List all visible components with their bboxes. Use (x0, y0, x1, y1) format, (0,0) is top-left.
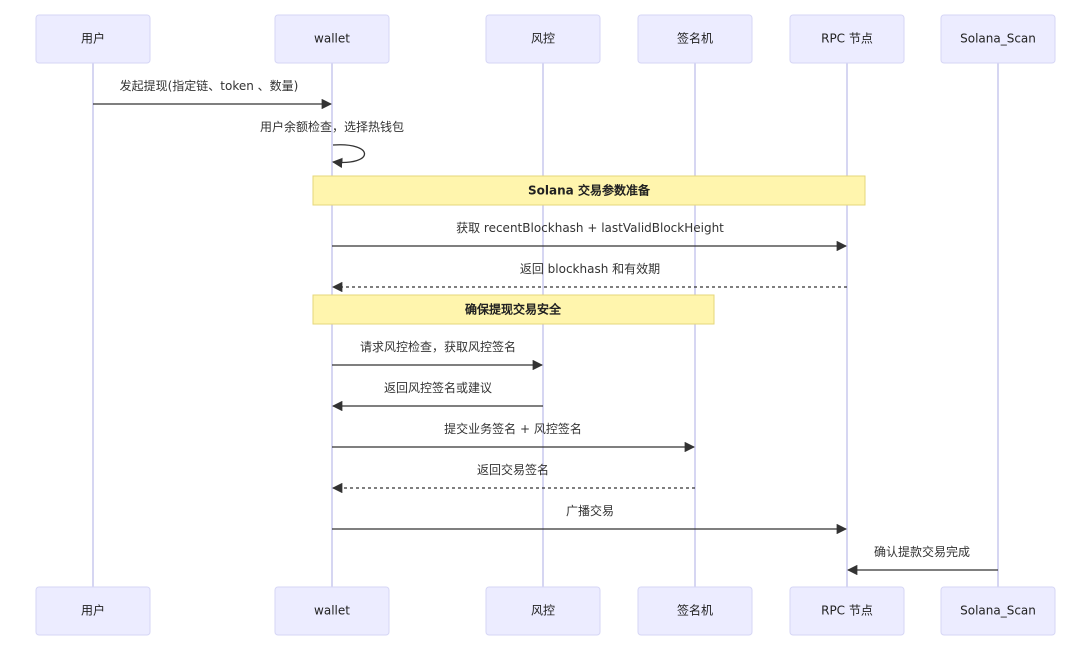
actor-label: 签名机 (677, 31, 713, 46)
actor-wallet-bottom: wallet (274, 586, 390, 636)
message-label: 确认提款交易完成 (874, 544, 970, 559)
actor-label: Solana_Scan (960, 32, 1036, 46)
actor-signer-bottom: 签名机 (637, 586, 753, 636)
message-submit-signatures: 提交业务签名 + 风控签名 (332, 421, 696, 453)
message-label: 返回交易签名 (477, 462, 549, 477)
note-solana-params: Solana 交易参数准备 (312, 175, 866, 206)
note-label: 确保提现交易安全 (465, 302, 562, 317)
actor-scan-top: Solana_Scan (940, 14, 1056, 64)
actor-user-top: 用户 (35, 14, 151, 64)
actor-user-bottom: 用户 (35, 586, 151, 636)
message-request-risk-check: 请求风控检查，获取风控签名 (332, 339, 544, 371)
message-label: 发起提现(指定链、token 、数量) (120, 78, 299, 93)
actor-label: 风控 (531, 604, 555, 618)
note-label: Solana 交易参数准备 (528, 183, 651, 198)
message-label: 请求风控检查，获取风控签名 (360, 339, 516, 354)
message-broadcast: 广播交易 (332, 503, 848, 535)
actor-label: 风控 (531, 32, 555, 46)
actor-label: 用户 (81, 603, 105, 618)
actor-wallet-top: wallet (274, 14, 390, 64)
actor-risk-bottom: 风控 (485, 586, 601, 636)
actor-risk-top: 风控 (485, 14, 601, 64)
actor-label: RPC 节点 (821, 604, 873, 618)
note-ensure-security: 确保提现交易安全 (312, 294, 715, 325)
message-arrow (331, 144, 365, 169)
message-label: 获取 recentBlockhash + lastValidBlockHeigh… (456, 221, 724, 235)
message-return-blockhash: 返回 blockhash 和有效期 (331, 261, 847, 293)
actor-rpc-bottom: RPC 节点 (789, 586, 905, 636)
actor-rpc-top: RPC 节点 (789, 14, 905, 64)
message-label: 广播交易 (566, 503, 614, 518)
actor-label: 用户 (81, 31, 105, 46)
actor-label: wallet (314, 32, 350, 46)
actor-label: Solana_Scan (960, 604, 1036, 618)
actor-label: wallet (314, 604, 350, 618)
message-confirm-completion: 确认提款交易完成 (846, 544, 998, 576)
actor-scan-bottom: Solana_Scan (940, 586, 1056, 636)
message-return-risk-signature: 返回风控签名或建议 (331, 380, 543, 412)
message-balance-check: 用户余额检查，选择热钱包 (260, 119, 404, 169)
message-label: 返回 blockhash 和有效期 (520, 261, 660, 276)
actor-label: RPC 节点 (821, 32, 873, 46)
message-get-blockhash: 获取 recentBlockhash + lastValidBlockHeigh… (332, 221, 848, 252)
message-label: 提交业务签名 + 风控签名 (444, 421, 582, 436)
actor-signer-top: 签名机 (637, 14, 753, 64)
message-initiate-withdrawal: 发起提现(指定链、token 、数量) (93, 78, 333, 110)
message-return-tx-signature: 返回交易签名 (331, 462, 695, 494)
message-label: 返回风控签名或建议 (384, 380, 492, 395)
message-label: 用户余额检查，选择热钱包 (260, 119, 404, 134)
actor-label: 签名机 (677, 603, 713, 618)
